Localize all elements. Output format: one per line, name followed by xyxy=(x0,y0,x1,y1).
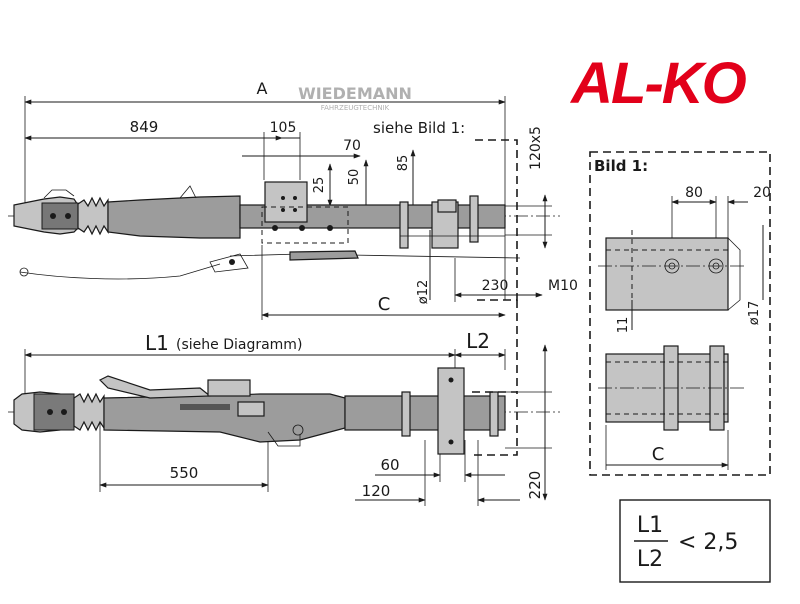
watermark-subtext: FAHRZEUGTECHNIK xyxy=(321,104,390,112)
formula-denominator: L2 xyxy=(637,547,663,572)
alko-logo: AL-KO xyxy=(569,51,749,116)
dim-label-detail-C: C xyxy=(652,444,665,465)
dim-label-60: 60 xyxy=(380,456,399,474)
dim-label-220: 220 xyxy=(526,471,544,500)
dim-label-25: 25 xyxy=(312,177,327,194)
dim-label-849: 849 xyxy=(130,118,159,136)
dim-label-L1: L1 xyxy=(145,331,169,355)
note-see-figure: siehe Bild 1: xyxy=(373,119,465,137)
wiedemann-watermark: WIEDEMANN FAHRZEUGTECHNIK xyxy=(298,84,412,112)
dim-label-C: C xyxy=(378,294,391,315)
dim-label-d17: ø17 xyxy=(747,301,762,326)
dim-label-230: 230 xyxy=(482,278,509,294)
dim-label-120x5: 120x5 xyxy=(528,126,544,170)
detail-figure-1: Bild 1: 80 20 11 ø17 C xyxy=(589,151,771,476)
dim-label-11: 11 xyxy=(616,317,631,334)
top-view-dimensions: A 849 105 siehe Bild 1: 70 25 50 85 120x… xyxy=(24,79,578,320)
watermark-text: WIEDEMANN xyxy=(298,84,412,103)
dim-label-70: 70 xyxy=(343,138,361,154)
section-bracket-side xyxy=(472,391,518,456)
dim-label-550: 550 xyxy=(170,464,199,482)
dim-label-L2: L2 xyxy=(466,329,490,353)
detail-frame xyxy=(589,151,771,476)
dim-label-A: A xyxy=(257,79,268,98)
mounting-plate xyxy=(264,181,308,223)
dim-label-50: 50 xyxy=(347,169,362,186)
dim-label-85: 85 xyxy=(396,155,411,172)
dim-label-20: 20 xyxy=(753,185,771,201)
coupling-top-view xyxy=(8,181,560,280)
formula-numerator: L1 xyxy=(637,513,663,538)
section-bracket-top xyxy=(475,139,518,301)
coupling-side-view xyxy=(8,367,560,455)
ratio-formula-box: L1 L2 < 2,5 xyxy=(619,499,771,583)
dim-label-105: 105 xyxy=(270,120,297,136)
side-view-dimensions: L1 (siehe Diagramm) L2 550 60 120 220 xyxy=(24,329,552,506)
detail-title: Bild 1: xyxy=(594,157,648,175)
formula-relation: < 2,5 xyxy=(678,530,738,555)
alko-logo-text: AL-KO xyxy=(569,51,747,116)
dim-label-80: 80 xyxy=(685,185,703,201)
dim-label-L1-note: (siehe Diagramm) xyxy=(176,337,302,353)
dim-label-120: 120 xyxy=(362,482,391,500)
dim-label-M10: M10 xyxy=(548,278,578,294)
dim-label-d12: ø12 xyxy=(416,280,431,305)
